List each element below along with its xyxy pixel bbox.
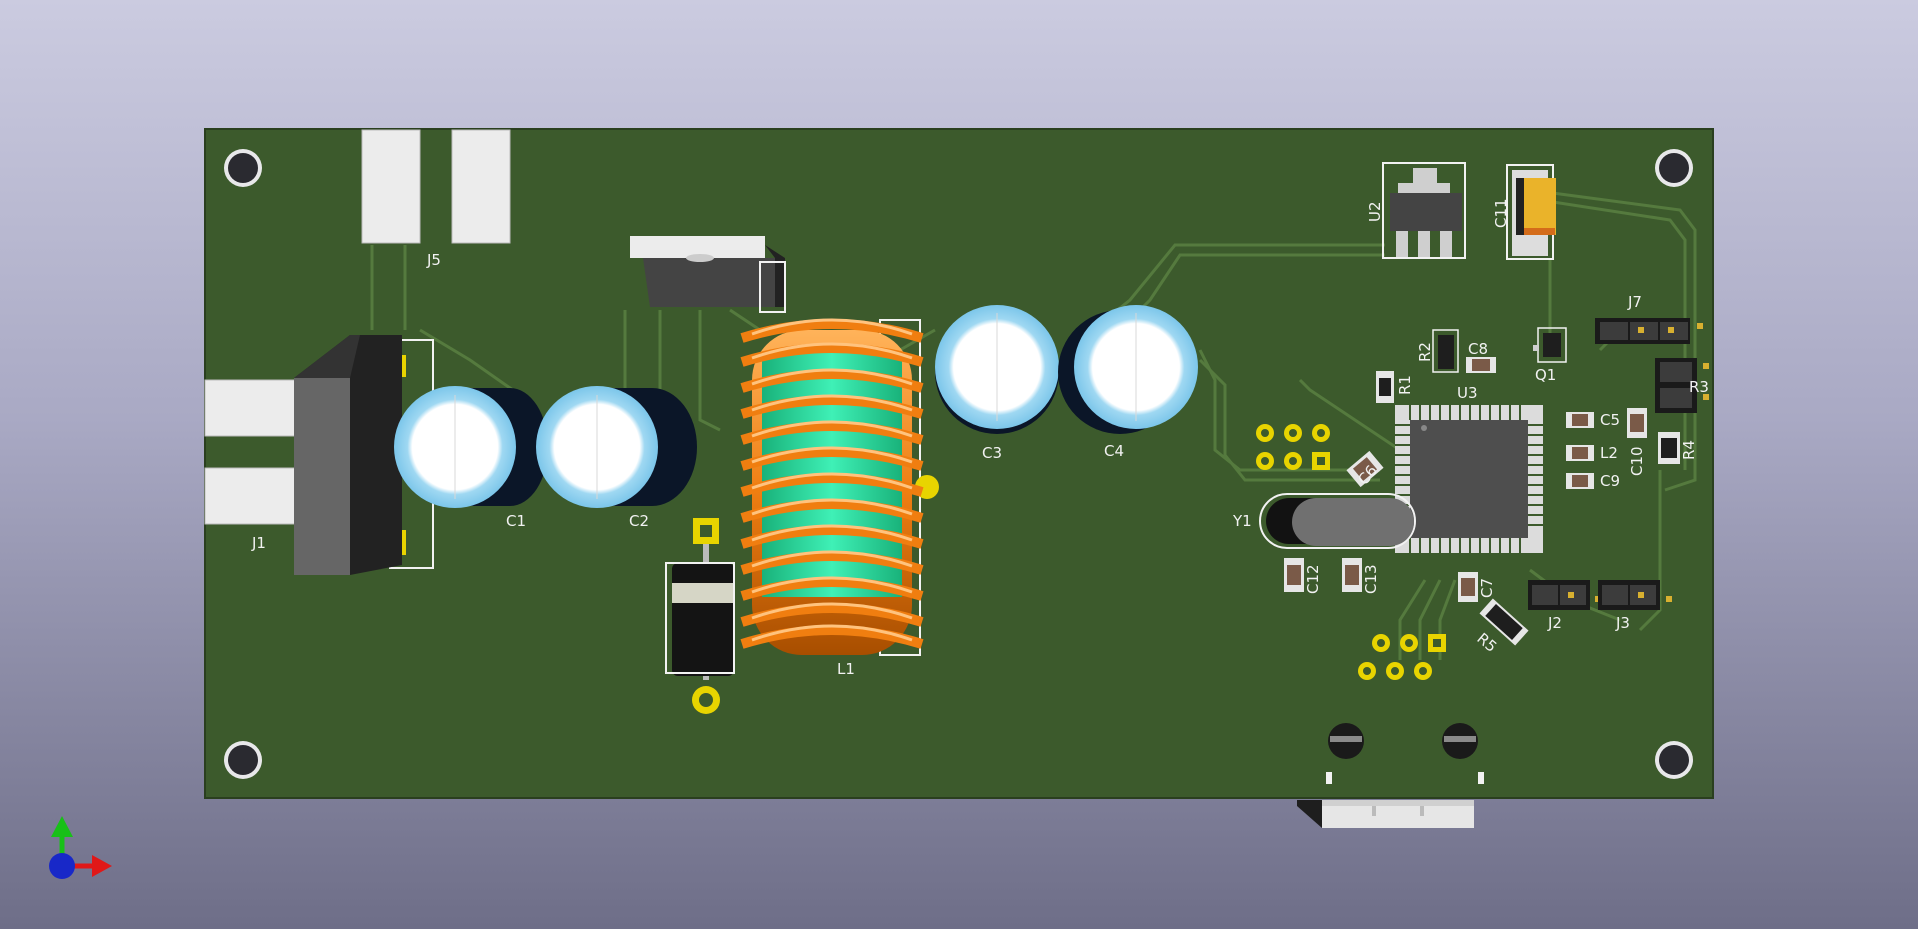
icsp-pads-bottom [1358,634,1446,680]
label-c12: C12 [1304,564,1322,594]
label-j7: J7 [1627,293,1642,311]
label-q1: Q1 [1535,366,1556,384]
label-r4: R4 [1680,440,1698,460]
label-c9: C9 [1600,472,1620,490]
smd-c12[interactable] [1284,558,1304,592]
capacitor-c2[interactable] [536,386,697,508]
mounting-holes [224,149,1693,779]
label-j5: J5 [426,251,441,269]
label-l1: L1 [837,660,855,678]
smd-c13[interactable] [1342,558,1362,592]
capacitor-c11[interactable] [1506,164,1556,260]
connector-j5[interactable] [361,129,511,244]
transistor-q1[interactable] [1533,327,1567,363]
label-c11: C11 [1492,198,1510,228]
label-c5: C5 [1600,411,1620,429]
label-c4: C4 [1104,442,1124,460]
smd-r4[interactable] [1658,432,1680,464]
label-c7: C7 [1478,578,1496,598]
label-r1: R1 [1396,375,1414,395]
smd-r5[interactable] [1479,598,1529,646]
smd-c10[interactable] [1627,408,1647,438]
crystal-y1[interactable] [1259,493,1416,549]
label-c10: C10 [1628,446,1646,476]
label-l2: L2 [1600,444,1618,462]
smd-c8[interactable] [1466,357,1496,373]
label-u3: U3 [1457,384,1478,402]
label-j1: J1 [251,534,266,552]
inductor-l1[interactable] [740,318,939,656]
label-c8: C8 [1468,340,1488,358]
label-r3: R3 [1689,378,1709,396]
label-j3: J3 [1615,614,1630,632]
connector-j1[interactable] [204,335,434,575]
label-c1: C1 [506,512,526,530]
label-c2: C2 [629,512,649,530]
smd-l2[interactable] [1566,445,1594,461]
smd-c9[interactable] [1566,473,1594,489]
diode[interactable] [665,518,735,714]
header-j3[interactable] [1598,580,1672,610]
silkscreen-labels: J5 J1 C1 C2 L1 C3 C4 U2 C11 J7 R2 C8 Q1 … [251,198,1709,678]
capacitor-c4[interactable] [1058,305,1198,434]
capacitor-c3[interactable] [935,305,1059,434]
label-c13: C13 [1362,564,1380,594]
to220-regulator[interactable] [630,236,786,313]
header-j7[interactable] [1595,318,1703,344]
usb-connector[interactable] [1297,723,1484,828]
smd-c6[interactable] [1346,450,1384,488]
header-r3[interactable] [1655,358,1709,413]
mcu-u3[interactable] [1395,405,1543,553]
smd-c5[interactable] [1566,412,1594,428]
smd-c7[interactable] [1458,572,1478,602]
label-c3: C3 [982,444,1002,462]
regulator-u2[interactable] [1382,162,1466,259]
header-j2[interactable] [1528,580,1601,610]
smd-r1[interactable] [1376,371,1394,403]
label-y1: Y1 [1232,512,1252,530]
label-j2: J2 [1547,614,1562,632]
label-u2: U2 [1366,201,1384,222]
icsp-pads-left [1256,424,1330,470]
axis-gizmo[interactable] [49,816,112,879]
smd-r2[interactable] [1432,329,1459,373]
label-r2: R2 [1416,342,1434,362]
capacitor-c1[interactable] [394,386,548,508]
